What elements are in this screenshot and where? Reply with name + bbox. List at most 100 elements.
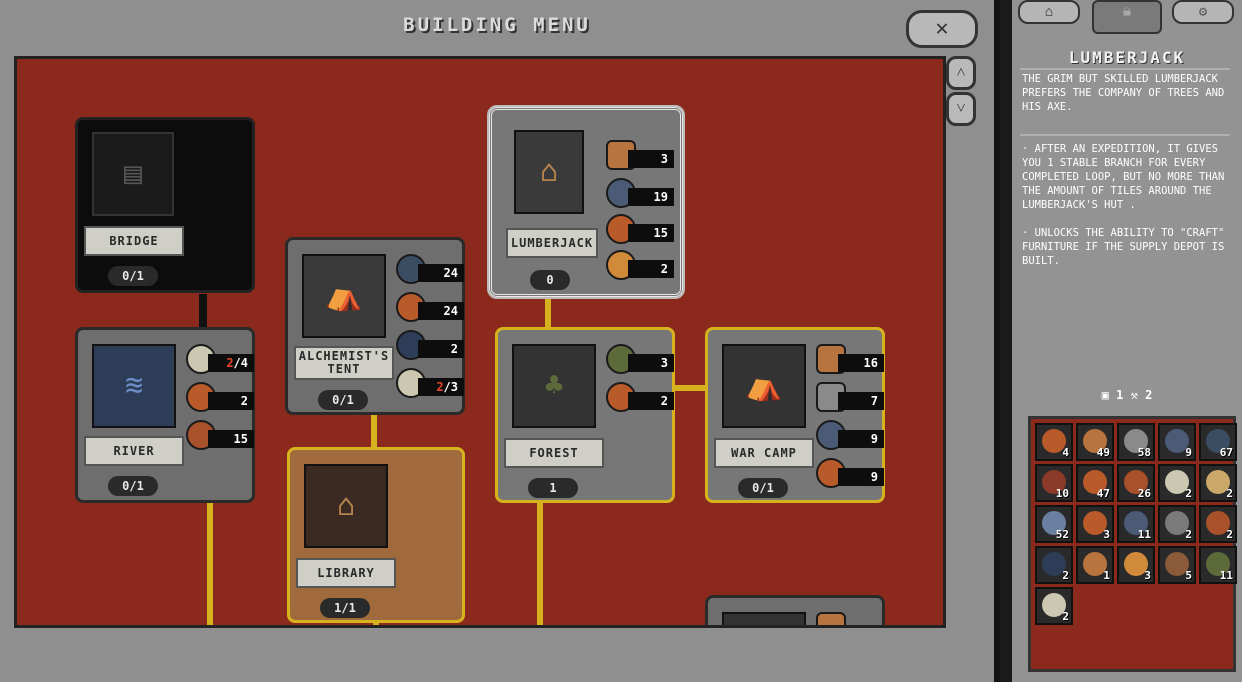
building-card-alchemist[interactable]: ⛺ ALCHEMIST'S TENT 0/1 24 24 2 2/3	[285, 237, 465, 415]
lumberjack-resource-2: 19	[606, 178, 686, 208]
scroll-up-button[interactable]: ˄	[946, 56, 976, 90]
building-icon: ▣	[1101, 388, 1109, 402]
item-quantity: 1	[1103, 569, 1110, 582]
inventory-slot[interactable]: 3	[1117, 546, 1155, 584]
bridge-label: BRIDGE	[84, 226, 184, 256]
item-quantity: 9	[1185, 446, 1192, 459]
resource-item-icon	[1165, 511, 1189, 535]
info-panel: ⌂ ☠ ⚙ LUMBERJACK THE GRIM BUT SKILLED LU…	[1012, 0, 1242, 682]
resource-item-icon	[1206, 429, 1230, 453]
inventory-slot[interactable]: 2	[1199, 505, 1237, 543]
inventory-slot[interactable]: 11	[1117, 505, 1155, 543]
building-card-partial[interactable]	[705, 595, 885, 625]
building-card-war-camp[interactable]: ⛺ WAR CAMP 0/1 16 7 9 9	[705, 327, 885, 503]
alchemist-resource-2: 24	[396, 292, 476, 322]
library-thumbnail: ⌂	[304, 464, 388, 548]
item-quantity: 2	[1185, 528, 1192, 541]
item-quantity: 49	[1096, 446, 1110, 459]
inventory-slot[interactable]: 11	[1199, 546, 1237, 584]
inventory-slot[interactable]: 9	[1158, 423, 1196, 461]
item-quantity: 4	[1062, 446, 1069, 459]
resource-item-icon	[1042, 552, 1066, 576]
building-card-library[interactable]: ⌂ LIBRARY 1/1	[287, 447, 465, 623]
scroll-controls: ˄ ˅	[946, 56, 976, 128]
resource-item-icon	[1165, 429, 1189, 453]
building-menu-window: BUILDING MENU ✕ ▤ BRIDGE 0/1 ≋ RIVER 0/1…	[0, 0, 1000, 682]
window-title: BUILDING MENU	[403, 14, 591, 36]
building-card-bridge[interactable]: ▤ BRIDGE 0/1	[75, 117, 255, 293]
lumberjack-thumbnail: ⌂	[514, 130, 584, 214]
bridge-thumbnail: ▤	[92, 132, 174, 216]
title-bar: BUILDING MENU ✕	[0, 0, 994, 56]
panel-effect-1: · AFTER AN EXPEDITION, IT GIVES YOU 1 ST…	[1022, 143, 1225, 211]
resource-item-icon	[1165, 552, 1189, 576]
connector-line	[675, 385, 707, 391]
resource-item-icon	[1083, 552, 1107, 576]
lumberjack-resource-3: 15	[606, 214, 686, 244]
war-camp-resource-4: 9	[816, 458, 896, 488]
skull-emblem-icon: ☠	[1092, 0, 1162, 34]
alchemist-resource-1: 24	[396, 254, 476, 284]
resource-item-icon	[1206, 511, 1230, 535]
inventory-slot[interactable]: 47	[1076, 464, 1114, 502]
resource-orb-icon	[186, 382, 216, 412]
inventory-slot[interactable]: 49	[1076, 423, 1114, 461]
item-quantity: 2	[1226, 528, 1233, 541]
panel-effect-2: · UNLOCKS THE ABILITY TO "CRAFT" FURNITU…	[1022, 227, 1225, 267]
camp-button[interactable]: ⌂	[1018, 0, 1080, 24]
item-quantity: 2	[1185, 487, 1192, 500]
inventory-slot[interactable]: 52	[1035, 505, 1073, 543]
item-quantity: 26	[1137, 487, 1151, 500]
inventory-slot[interactable]: 4	[1035, 423, 1073, 461]
inventory-slot[interactable]: 5	[1158, 546, 1196, 584]
war-camp-label: WAR CAMP	[714, 438, 814, 468]
scroll-down-button[interactable]: ˅	[946, 92, 976, 126]
capacity-value-2: 2	[1145, 388, 1153, 402]
war-camp-resource-1: 16	[816, 344, 896, 374]
panel-title: LUMBERJACK	[1068, 48, 1186, 67]
panel-top-icons: ⌂ ☠ ⚙	[1012, 0, 1242, 40]
resource-item-icon	[1124, 470, 1148, 494]
item-quantity: 2	[1226, 487, 1233, 500]
river-resource-1: 2/4	[186, 344, 266, 374]
inventory-slot[interactable]: 26	[1117, 464, 1155, 502]
inventory-slot[interactable]: 58	[1117, 423, 1155, 461]
lumberjack-hut-icon: ⌂	[539, 154, 559, 189]
alchemist-label: ALCHEMIST'S TENT	[294, 346, 394, 380]
alchemist-thumbnail: ⛺	[302, 254, 386, 338]
building-card-lumberjack[interactable]: ⌂ LUMBERJACK 0 3 19 15 2	[487, 105, 686, 299]
inventory-slot[interactable]: 2	[1035, 546, 1073, 584]
inventory-slot[interactable]: 3	[1076, 505, 1114, 543]
building-tree-board[interactable]: ▤ BRIDGE 0/1 ≋ RIVER 0/1 2/4 2 15 ⛺ ALCH…	[14, 56, 946, 628]
war-camp-resource-2: 7	[816, 382, 896, 412]
forest-thumbnail: ♣	[512, 344, 596, 428]
item-quantity: 5	[1185, 569, 1192, 582]
building-card-forest[interactable]: ♣ FOREST 1 3 2	[495, 327, 675, 503]
settings-button[interactable]: ⚙	[1172, 0, 1234, 24]
inventory-slot[interactable]: 1	[1076, 546, 1114, 584]
inventory-slot[interactable]: 2	[1035, 587, 1073, 625]
item-quantity: 2	[1062, 569, 1069, 582]
resource-item-icon	[1165, 470, 1189, 494]
inventory-slot[interactable]: 2	[1199, 464, 1237, 502]
inventory-slot[interactable]: 2	[1158, 505, 1196, 543]
resource-item-icon	[1042, 511, 1066, 535]
close-button[interactable]: ✕	[906, 10, 978, 48]
resource-item-icon	[1206, 470, 1230, 494]
inventory-slot[interactable]: 10	[1035, 464, 1073, 502]
library-building-icon: ⌂	[336, 488, 356, 523]
building-card-river[interactable]: ≋ RIVER 0/1 2/4 2 15	[75, 327, 255, 503]
war-camp-resource-3: 9	[816, 420, 896, 450]
partial-thumbnail	[722, 612, 806, 625]
item-quantity: 52	[1055, 528, 1069, 541]
inventory-slot[interactable]: 67	[1199, 423, 1237, 461]
panel-description: THE GRIM BUT SKILLED LUMBERJACK PREFERS …	[1022, 73, 1225, 113]
war-camp-thumbnail: ⛺	[722, 344, 806, 428]
inventory-slot[interactable]: 2	[1158, 464, 1196, 502]
connector-line	[371, 415, 377, 451]
river-count: 0/1	[108, 476, 158, 496]
chevron-up-icon: ˄	[956, 62, 966, 81]
resource-item-icon	[1083, 470, 1107, 494]
